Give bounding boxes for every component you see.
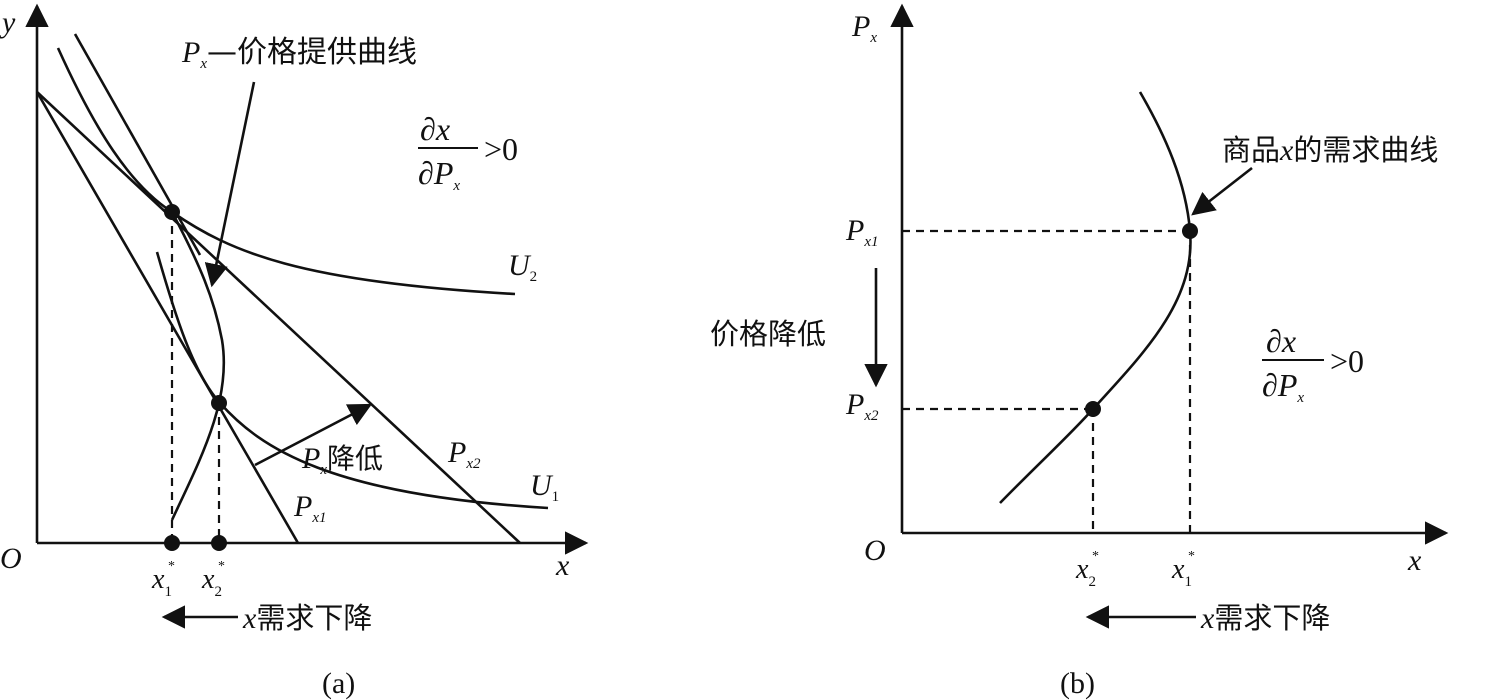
panel-a-origin-label: O bbox=[0, 542, 22, 575]
panel-a-y-axis-label: y bbox=[0, 6, 16, 39]
price-offer-curve bbox=[170, 211, 226, 521]
demand-curve bbox=[999, 91, 1192, 504]
u2-label: U2 bbox=[508, 249, 537, 285]
offer-curve-label: Px—价格提供曲线 bbox=[181, 35, 417, 72]
panel-a: y x O Px—价格提供曲线 ∂x bbox=[0, 3, 589, 700]
svg-text:>0: >0 bbox=[1330, 343, 1364, 379]
b-x1-star-sup: * bbox=[1188, 549, 1195, 564]
budget-px1-label: Px1 bbox=[293, 490, 327, 526]
b-x2-star-label: x2 bbox=[1075, 554, 1096, 590]
u1-label: U1 bbox=[530, 469, 559, 505]
b-x1-star-label: x1 bbox=[1171, 554, 1192, 590]
demand-point-2 bbox=[1085, 401, 1101, 417]
budget-line-px1 bbox=[35, 91, 300, 544]
svg-text:∂x: ∂x bbox=[1266, 323, 1296, 359]
px2-label: Px2 bbox=[845, 388, 879, 424]
x1-star-label: x1 bbox=[151, 564, 172, 600]
equilibrium-point-1 bbox=[164, 204, 180, 220]
offer-curve-pointer-arrow bbox=[204, 81, 256, 288]
x1-axis-point bbox=[164, 535, 180, 551]
indifference-curve-u1 bbox=[155, 251, 549, 510]
price-fall-label-b: 价格降低 bbox=[710, 317, 826, 351]
x2-star-label: x2 bbox=[201, 564, 222, 600]
price-fall-label: Px降低 bbox=[301, 442, 383, 478]
indifference-curve-u2 bbox=[56, 47, 516, 296]
svg-text:>0: >0 bbox=[484, 131, 518, 167]
demand-curve-label: 商品x的需求曲线 bbox=[1222, 133, 1438, 167]
svg-text:∂Px: ∂Px bbox=[1262, 367, 1304, 406]
tangent-line bbox=[73, 33, 202, 256]
x2-star-sup: * bbox=[218, 559, 225, 574]
budget-px2-label: Px2 bbox=[447, 436, 481, 472]
x1-star-sup: * bbox=[168, 559, 175, 574]
x2-axis-point bbox=[211, 535, 227, 551]
panel-a-derivative-sign: ∂x ∂Px >0 bbox=[418, 111, 518, 194]
equilibrium-point-2 bbox=[211, 395, 227, 411]
b-x2-star-sup: * bbox=[1092, 549, 1099, 564]
demand-curve-pointer-arrow bbox=[1191, 166, 1253, 216]
panel-b-x-axis-label: x bbox=[1407, 544, 1422, 577]
panel-b-derivative-sign: ∂x ∂Px >0 bbox=[1262, 323, 1364, 406]
panel-b-caption: (b) bbox=[1060, 667, 1095, 700]
panel-b: Px x O 商品x的需求曲线 Px1 Px2 价格降低 ∂x bbox=[710, 3, 1449, 700]
panel-a-x-axis-label: x bbox=[555, 549, 570, 582]
panel-b-origin-label: O bbox=[864, 534, 886, 567]
panel-a-caption: (a) bbox=[322, 667, 355, 700]
panel-a-demand-label: x需求下降 bbox=[242, 601, 372, 635]
svg-text:∂x: ∂x bbox=[420, 111, 450, 147]
panel-b-y-axis-label: Px bbox=[851, 10, 877, 46]
svg-text:∂Px: ∂Px bbox=[418, 155, 460, 194]
budget-line-px2 bbox=[36, 91, 521, 544]
px1-label: Px1 bbox=[845, 214, 879, 250]
price-fall-shift-arrow bbox=[254, 403, 373, 467]
panel-b-demand-label: x需求下降 bbox=[1200, 601, 1330, 635]
demand-point-1 bbox=[1182, 223, 1198, 239]
